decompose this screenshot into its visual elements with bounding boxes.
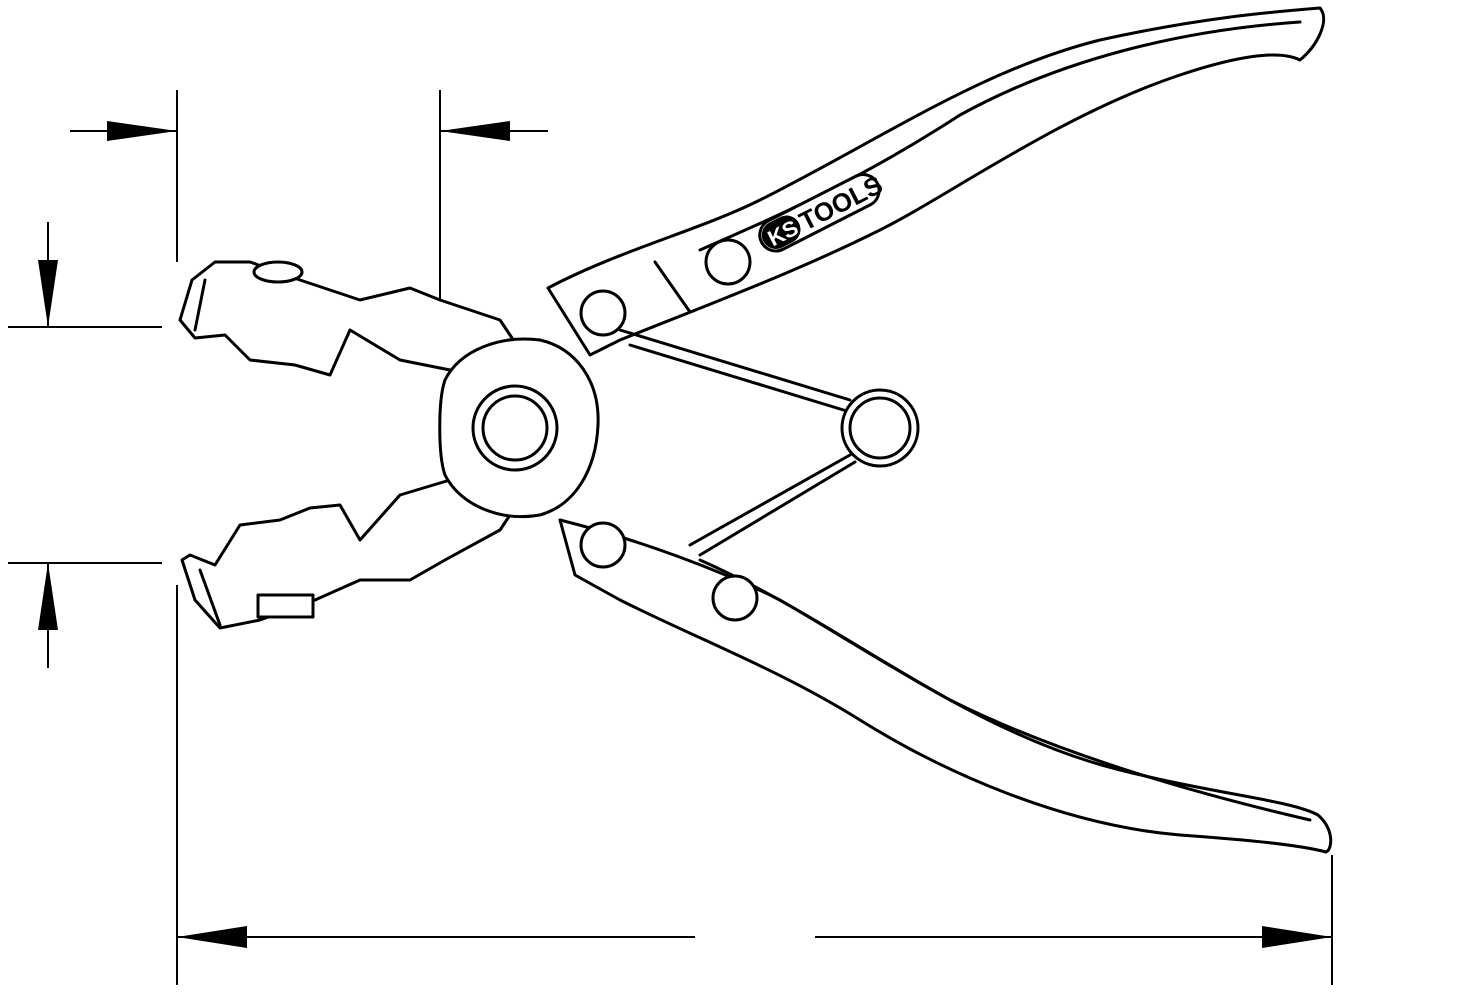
lower-jaw bbox=[180, 478, 522, 630]
dimension-c bbox=[70, 90, 548, 335]
pivot bbox=[438, 337, 600, 519]
dimension-l bbox=[176, 585, 1333, 985]
upper-handle bbox=[546, 6, 1326, 357]
dimension-a bbox=[8, 222, 162, 668]
lower-handle bbox=[558, 518, 1333, 854]
spring bbox=[618, 328, 920, 557]
